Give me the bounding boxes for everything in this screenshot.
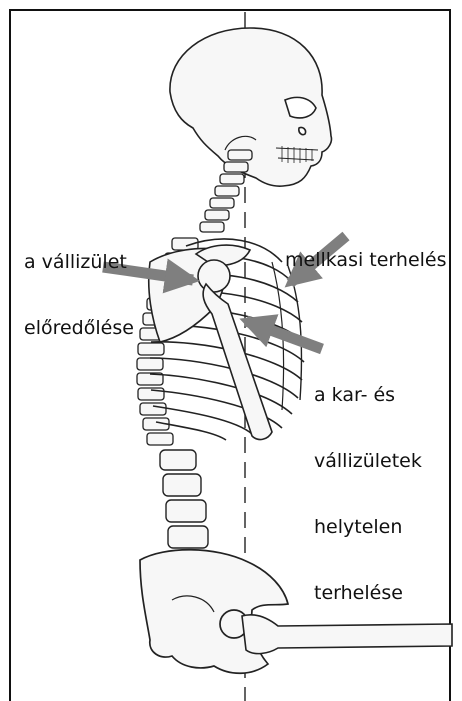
pelvis: [140, 550, 288, 674]
label-line: helytelen: [314, 516, 422, 538]
label-line: terhelése: [314, 582, 422, 604]
skull: [170, 28, 332, 186]
label-line: a kar- és: [314, 384, 422, 406]
label-arm-shoulder-load: a kar- és vállizületek helytelen terhelé…: [314, 340, 422, 648]
label-line: mellkasi terhelés: [285, 249, 447, 271]
label-line: a vállizület: [24, 251, 134, 273]
label-shoulder-forward: a vállizület előredőlése: [24, 207, 134, 383]
cervical-spine: [200, 150, 252, 232]
label-chest-load: mellkasi terhelés: [285, 205, 447, 315]
label-line: előredőlése: [24, 317, 134, 339]
label-line: vállizületek: [314, 450, 422, 472]
humerus: [203, 284, 272, 439]
arrow-left: [246, 321, 322, 349]
